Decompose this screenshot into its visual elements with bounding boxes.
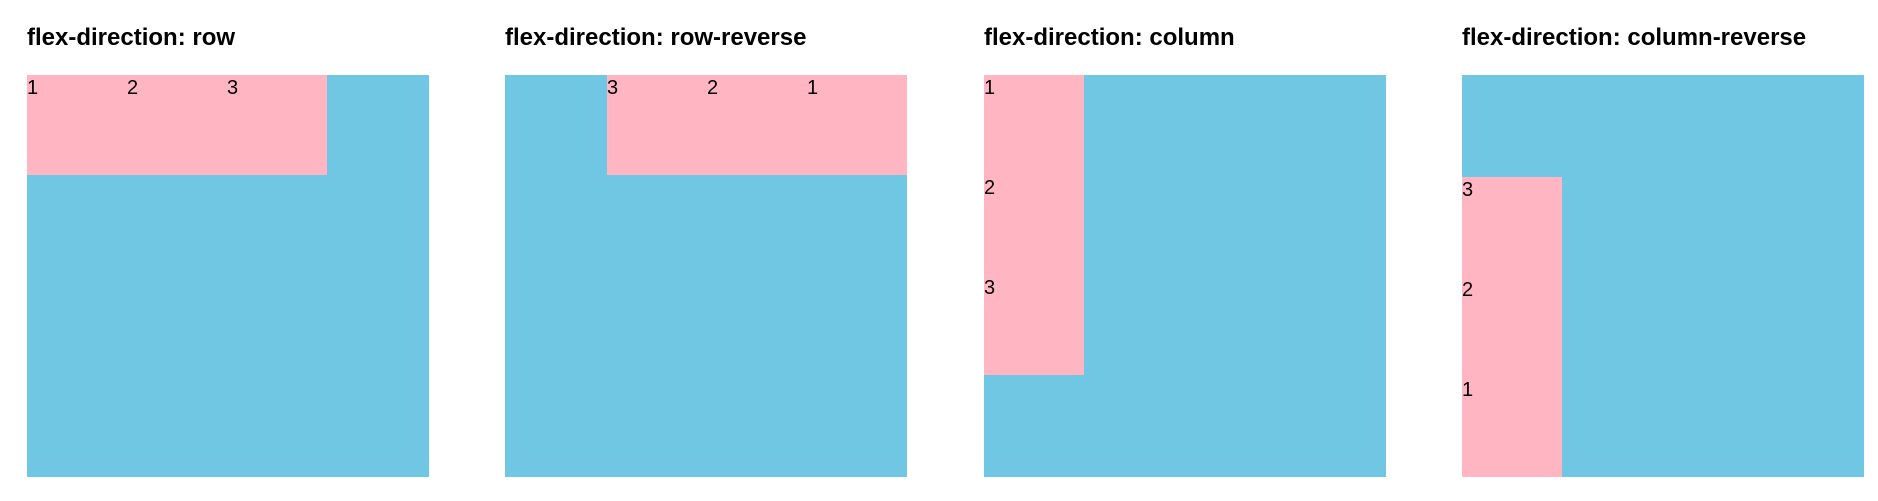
flex-item: 3 — [984, 275, 1084, 375]
flex-item: 3 — [607, 75, 707, 175]
flex-item: 2 — [127, 75, 227, 175]
flex-item: 1 — [27, 75, 127, 175]
flex-container: 1 2 3 — [1462, 75, 1864, 477]
flex-item: 1 — [984, 75, 1084, 175]
flex-item: 2 — [707, 75, 807, 175]
flex-item: 2 — [1462, 277, 1562, 377]
demo-title: flex-direction: column — [984, 24, 1235, 51]
flex-container: 1 2 3 — [27, 75, 429, 477]
demo-title: flex-direction: row — [27, 24, 236, 51]
flex-container: 1 2 3 — [505, 75, 907, 477]
flex-container: 1 2 3 — [984, 75, 1386, 477]
flex-item: 3 — [1462, 177, 1562, 277]
demo-title: flex-direction: column-reverse — [1462, 24, 1807, 51]
flex-item: 2 — [984, 175, 1084, 275]
flex-item: 3 — [227, 75, 327, 175]
demo-title: flex-direction: row-reverse — [505, 24, 807, 51]
flex-item: 1 — [807, 75, 907, 175]
flex-item: 1 — [1462, 377, 1562, 477]
